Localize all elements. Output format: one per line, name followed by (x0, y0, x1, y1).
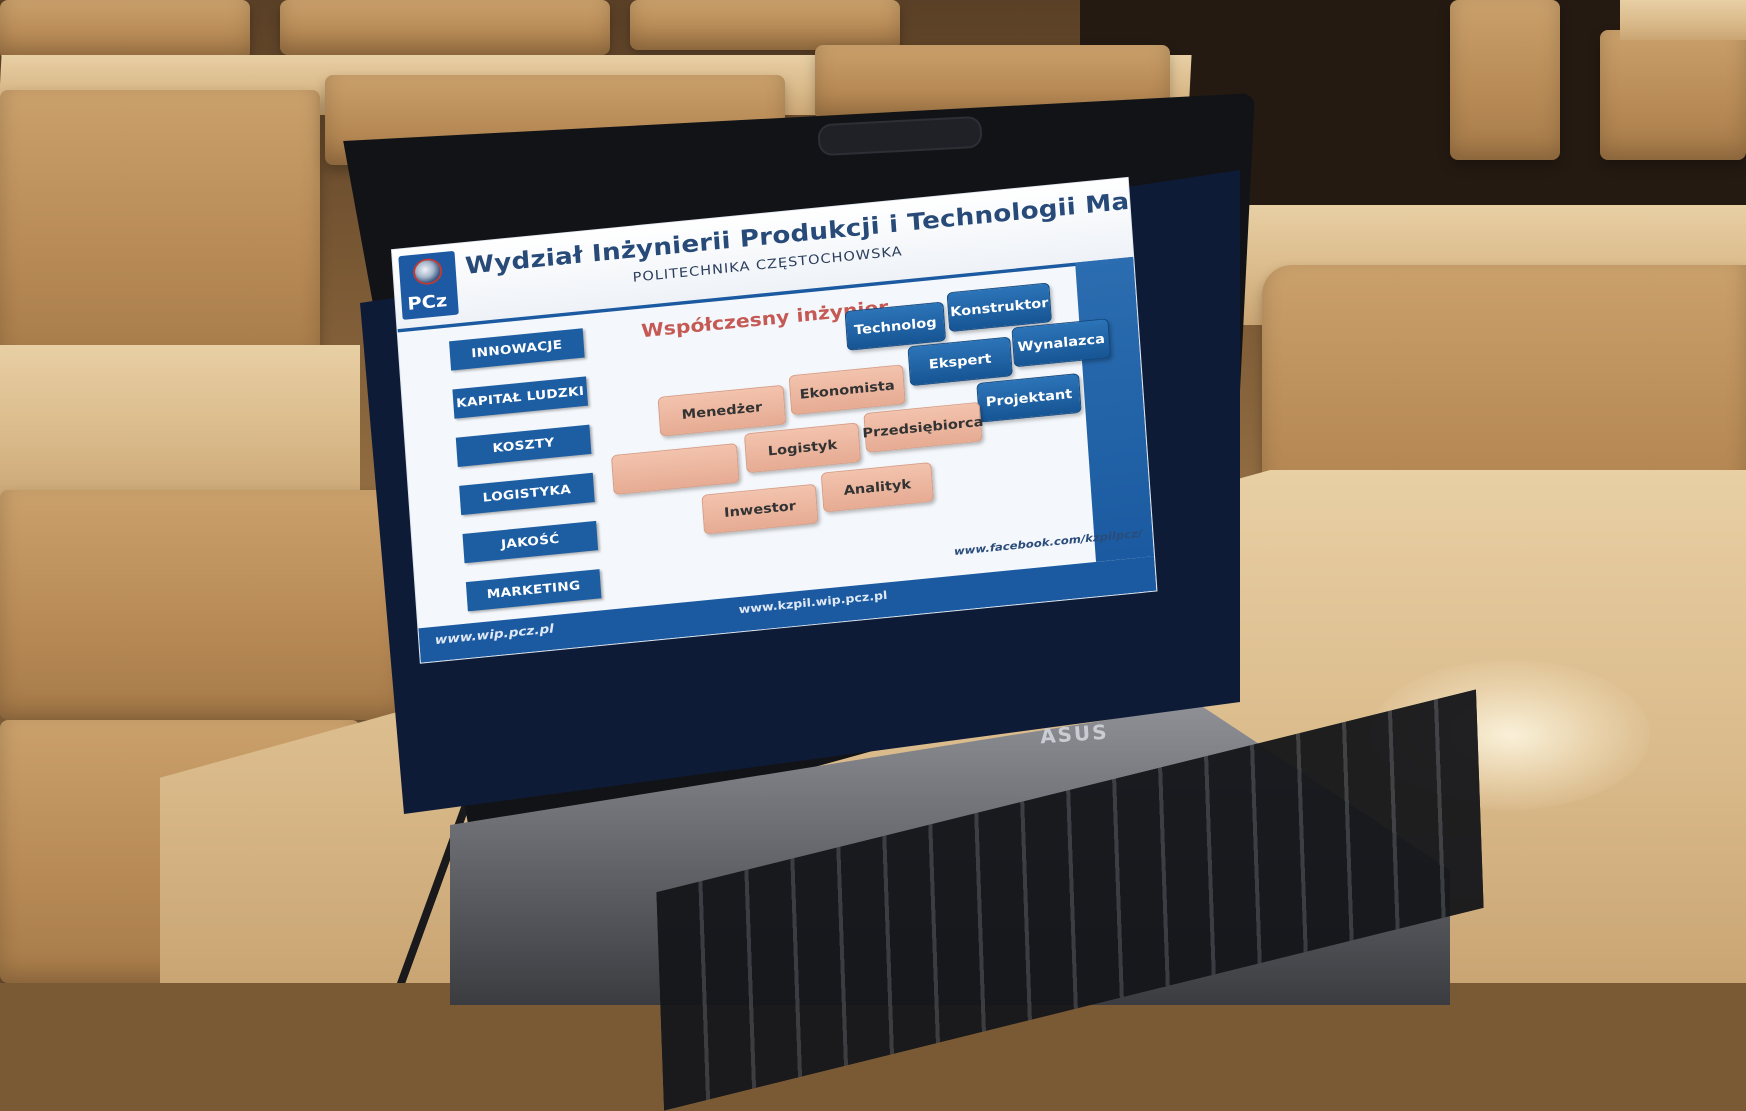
chip-przedsiebiorca[interactable]: Przedsiębiorca (862, 401, 984, 453)
slide-decor-bar (1075, 256, 1155, 562)
chip-inwestor[interactable]: Inwestor (701, 483, 819, 535)
globe-icon (412, 257, 444, 286)
chip-ekonomista[interactable]: Ekonomista (788, 364, 906, 416)
chip-ekspert[interactable]: Ekspert (907, 336, 1013, 387)
university-logo: PCz (398, 250, 459, 320)
chair-back (1450, 0, 1560, 160)
chair-back (1600, 30, 1746, 160)
chip-menedzer[interactable]: Menedżer (657, 384, 787, 437)
menu-item-jakosc[interactable]: JAKOŚĆ (462, 520, 599, 564)
chair-back (630, 0, 900, 50)
menu-item-koszty[interactable]: KOSZTY (455, 424, 592, 467)
menu-item-innowacje[interactable]: INNOWACJE (449, 328, 585, 371)
chip-logistyk[interactable]: Logistyk (743, 422, 861, 474)
chair-back (0, 490, 400, 720)
menu-item-kapital-ludzki[interactable]: KAPITAŁ LUDZKI (452, 376, 589, 419)
chair-back (0, 90, 320, 370)
presentation-slide: PCz Wydział Inżynierii Produkcji i Techn… (392, 177, 1157, 663)
chip-projektant[interactable]: Projektant (976, 373, 1082, 423)
chair-back (280, 0, 610, 55)
menu-item-marketing[interactable]: MARKETING (465, 569, 602, 612)
chair-back (0, 0, 250, 60)
desk-row (1620, 0, 1746, 40)
menu-item-logistyka[interactable]: LOGISTYKA (459, 472, 595, 516)
chip-empty[interactable] (611, 443, 740, 495)
logo-mark: PCz (406, 289, 448, 315)
desk-row (0, 345, 360, 505)
presentation-slide-wrap: PCz Wydział Inżynierii Produkcji i Techn… (392, 170, 1236, 697)
chip-analityk[interactable]: Analityk (820, 462, 934, 513)
